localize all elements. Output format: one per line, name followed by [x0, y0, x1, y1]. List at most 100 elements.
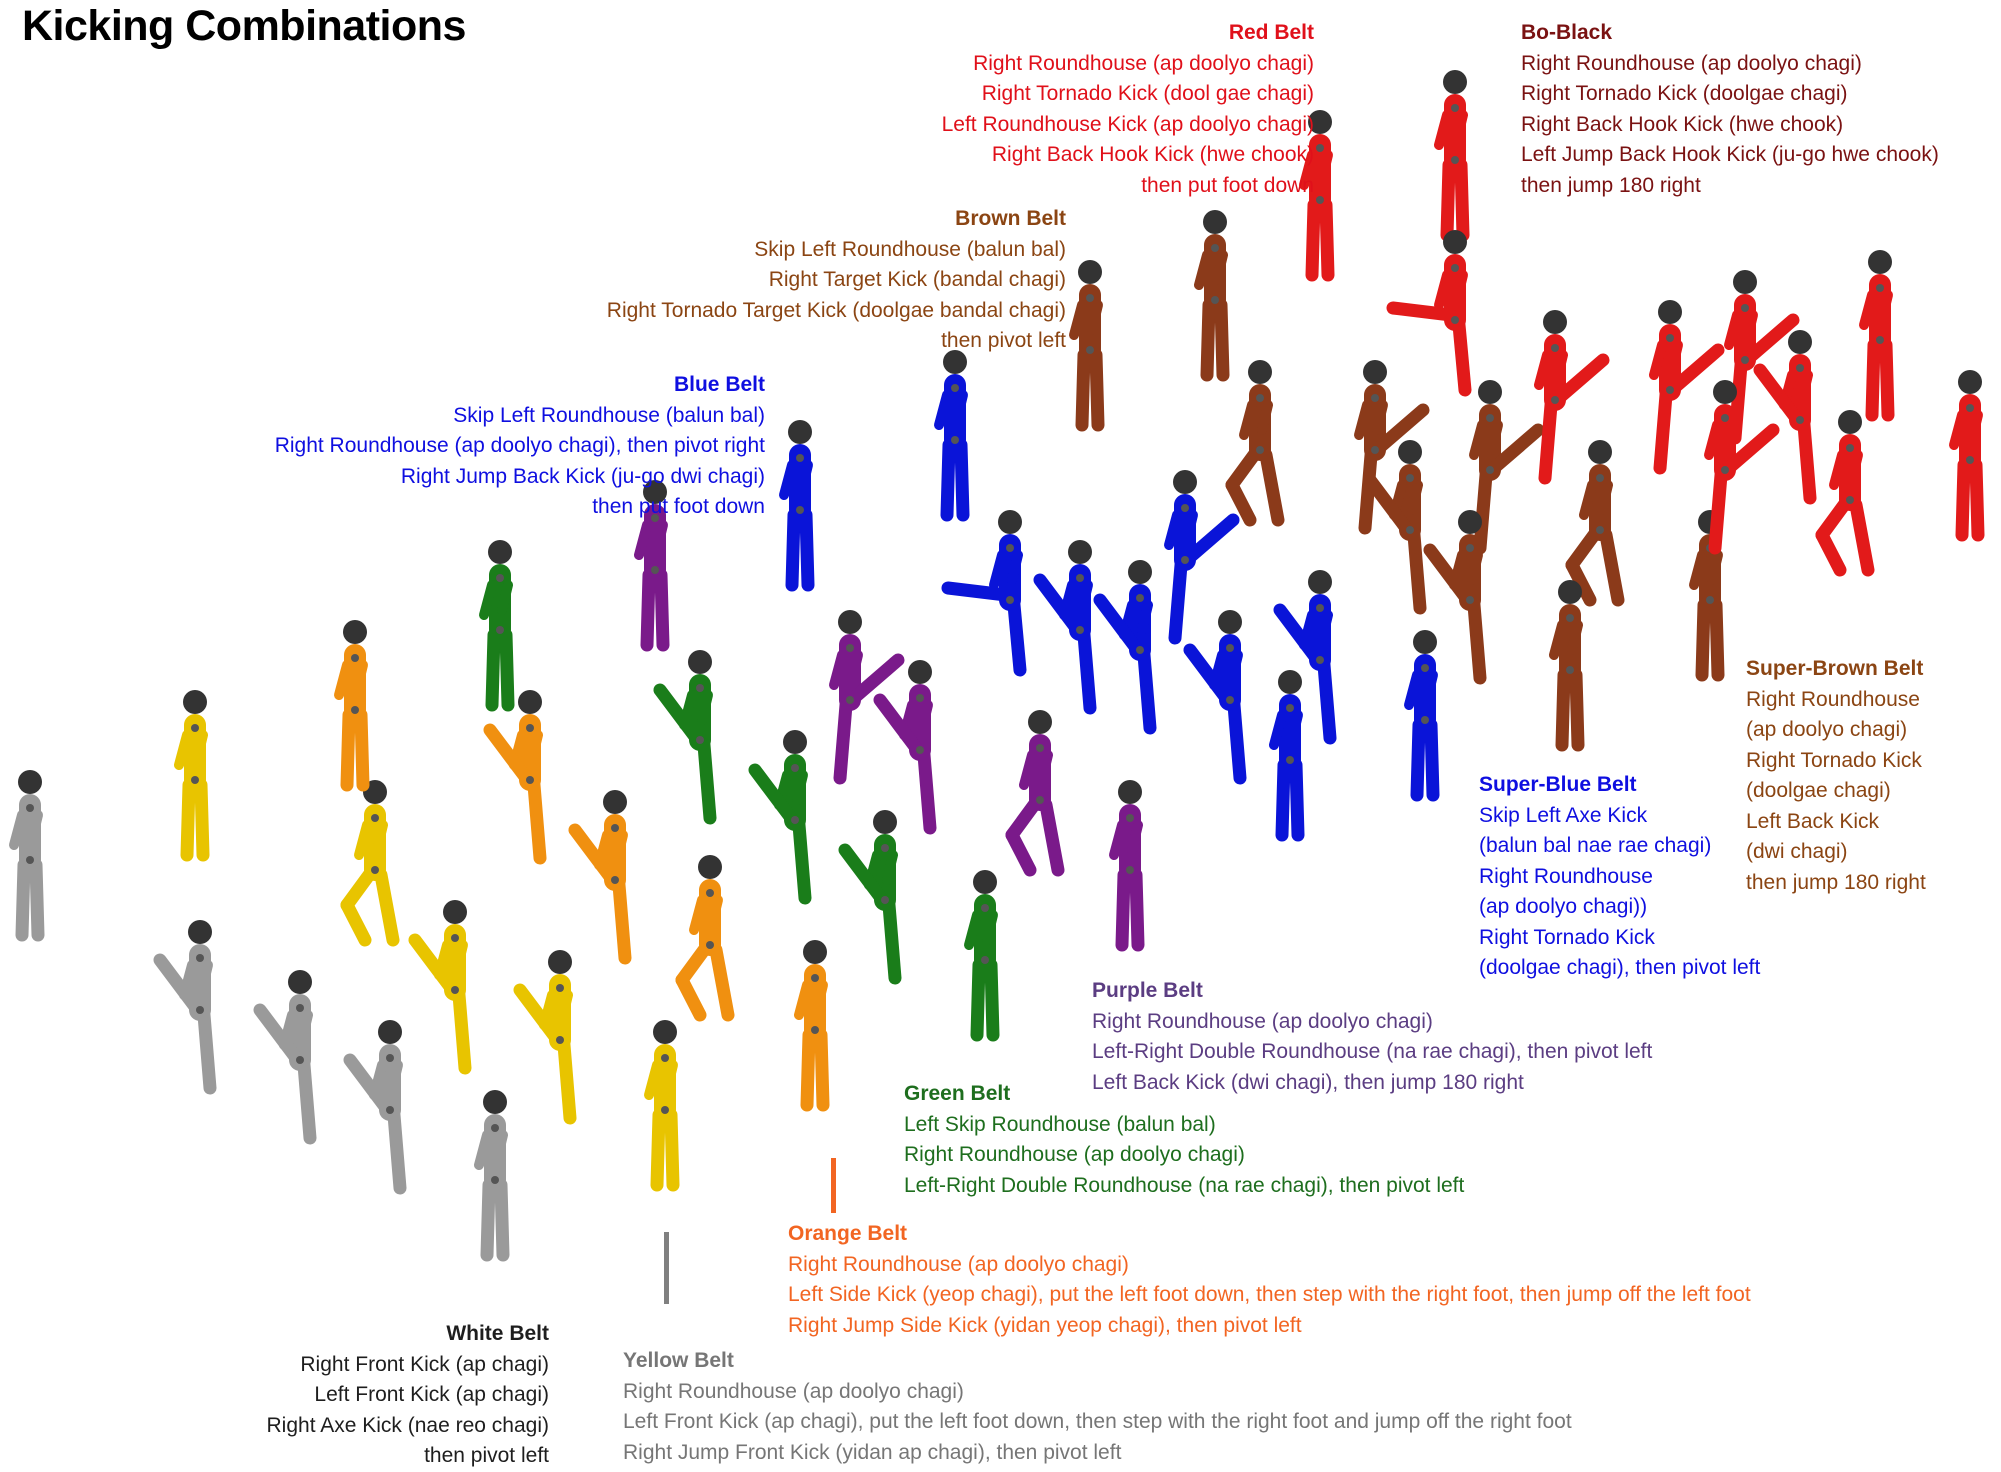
- figure-head: [1788, 330, 1812, 354]
- figure-arm-right: [197, 960, 213, 995]
- figure-joint: [526, 724, 534, 732]
- brown-belt-figure: [1354, 360, 1430, 535]
- figure-arm-left: [829, 650, 847, 690]
- super-brown-belt-line-2: (ap doolyo chagi): [1746, 718, 1908, 741]
- green-belt-figure: [964, 870, 1000, 1042]
- figure-arm-left: [1269, 710, 1287, 750]
- figure-head: [873, 810, 897, 834]
- figure-head: [653, 1020, 677, 1044]
- figure-joint: [1596, 474, 1604, 482]
- green-belt-title: Green Belt: [904, 1082, 1011, 1105]
- green-belt-figure: [838, 810, 902, 985]
- figure-leg-kick: [1742, 313, 1800, 365]
- figure-leg-left: [180, 778, 196, 862]
- figure-joint: [1181, 556, 1189, 564]
- green-belt-figure: [653, 650, 717, 825]
- figure-arm-left: [1019, 750, 1037, 790]
- super-blue-belt-caption: Super-Blue Belt Skip Left Axe Kick (balu…: [1479, 770, 1760, 984]
- figure-arm-right: [1127, 820, 1143, 855]
- figure-joint: [1451, 264, 1459, 272]
- figure-head: [783, 730, 807, 754]
- figure-head: [183, 690, 207, 714]
- figure-arm-right: [882, 850, 898, 885]
- figure-leg-support: [197, 1008, 217, 1095]
- figure-leg-left: [15, 858, 31, 942]
- figure-arm-right: [652, 520, 668, 555]
- figure-leg-right: [1039, 798, 1065, 877]
- figure-leg-left: [970, 958, 986, 1042]
- figure-joint: [386, 1054, 394, 1062]
- page-title: Kicking Combinations: [22, 2, 466, 50]
- figure-joint: [1126, 866, 1134, 874]
- figure-leg-kick: [1273, 603, 1323, 665]
- figure-arm-right: [1087, 300, 1103, 335]
- figure-arm-right: [372, 820, 388, 855]
- figure-joint: [1211, 296, 1219, 304]
- figure-leg-left: [1275, 758, 1291, 842]
- figure-leg-left: [640, 568, 656, 652]
- figure-shin-left: [340, 898, 372, 947]
- figure-joint: [1721, 414, 1729, 422]
- figure-head: [943, 350, 967, 374]
- figure-arm-left: [474, 1130, 492, 1170]
- figure-joint: [196, 954, 204, 962]
- figure-arm-left: [1434, 270, 1452, 310]
- purple-belt-figure: [634, 480, 670, 652]
- figure-head: [1868, 250, 1892, 274]
- green-belt-line-2: Right Roundhouse (ap doolyo chagi): [904, 1143, 1245, 1166]
- figure-arm-right: [1407, 480, 1423, 515]
- super-brown-belt-caption: Super-Brown Belt Right Roundhouse (ap do…: [1746, 654, 1926, 898]
- figure-leg-kick: [568, 823, 618, 885]
- white-belt-figure: [474, 1090, 510, 1262]
- figure-arm-left: [1239, 400, 1257, 440]
- green-belt-figure: [479, 540, 515, 712]
- figure-arm-left: [1689, 550, 1707, 590]
- figure-leg-support: [1137, 648, 1157, 735]
- figure-leg-support: [612, 878, 632, 965]
- figure-arm-left: [334, 660, 352, 700]
- figure-head: [1248, 360, 1272, 384]
- white-belt-line-2: Left Front Kick (ap chagi): [314, 1383, 549, 1406]
- bo-black-belt-line-5: then jump 180 right: [1521, 173, 1701, 197]
- figure-joint: [881, 844, 889, 852]
- figure-arm-right: [1227, 650, 1243, 685]
- figure-joint: [1451, 156, 1459, 164]
- white-belt-figure: [9, 770, 45, 942]
- super-brown-belt-line-3: Right Tornado Kick: [1746, 748, 1922, 772]
- orange-belt-line-1: Right Roundhouse (ap doolyo chagi): [788, 1252, 1129, 1276]
- figure-leg-left: [1410, 718, 1426, 802]
- figure-head: [443, 900, 467, 924]
- figure-joint: [1551, 344, 1559, 352]
- figure-joint: [661, 1106, 669, 1114]
- figure-leg-kick: [343, 1053, 393, 1115]
- figure-leg-right: [1129, 868, 1145, 952]
- figure-leg-kick: [748, 763, 798, 825]
- figure-arm-right: [492, 1130, 508, 1165]
- white-belt-figure: [343, 1020, 407, 1195]
- figure-joint: [1316, 656, 1324, 664]
- figure-arm-right: [1137, 600, 1153, 635]
- figure-joint: [1286, 704, 1294, 712]
- bo-black-belt-title: Bo-Black: [1521, 21, 1613, 44]
- figure-joint: [706, 941, 714, 949]
- figure-arm-right: [1212, 250, 1228, 285]
- figure-leg-right: [1424, 718, 1440, 802]
- figure-joint: [351, 654, 359, 662]
- super-blue-belt-line-6: (doolgae chagi), then pivot left: [1479, 956, 1761, 979]
- figure-leg-left: [785, 508, 801, 592]
- figure-joint: [196, 1006, 204, 1014]
- brown-belt-figure: [1225, 360, 1285, 527]
- red-belt-figure: [1724, 270, 1800, 445]
- yellow-belt-figure: [408, 900, 472, 1075]
- red-belt-figure: [1299, 110, 1335, 282]
- orange-belt-figure: [675, 855, 735, 1022]
- figure-leg-support: [1653, 388, 1673, 475]
- figure-head: [1308, 570, 1332, 594]
- super-blue-belt-line-3: Right Roundhouse: [1479, 864, 1653, 888]
- figure-leg-right: [499, 628, 515, 712]
- figure-arm-left: [1069, 300, 1087, 340]
- figure-head: [603, 790, 627, 814]
- figure-arm-left: [1724, 310, 1742, 350]
- figure-leg-left: [485, 628, 501, 712]
- purple-belt-figure: [1109, 780, 1145, 952]
